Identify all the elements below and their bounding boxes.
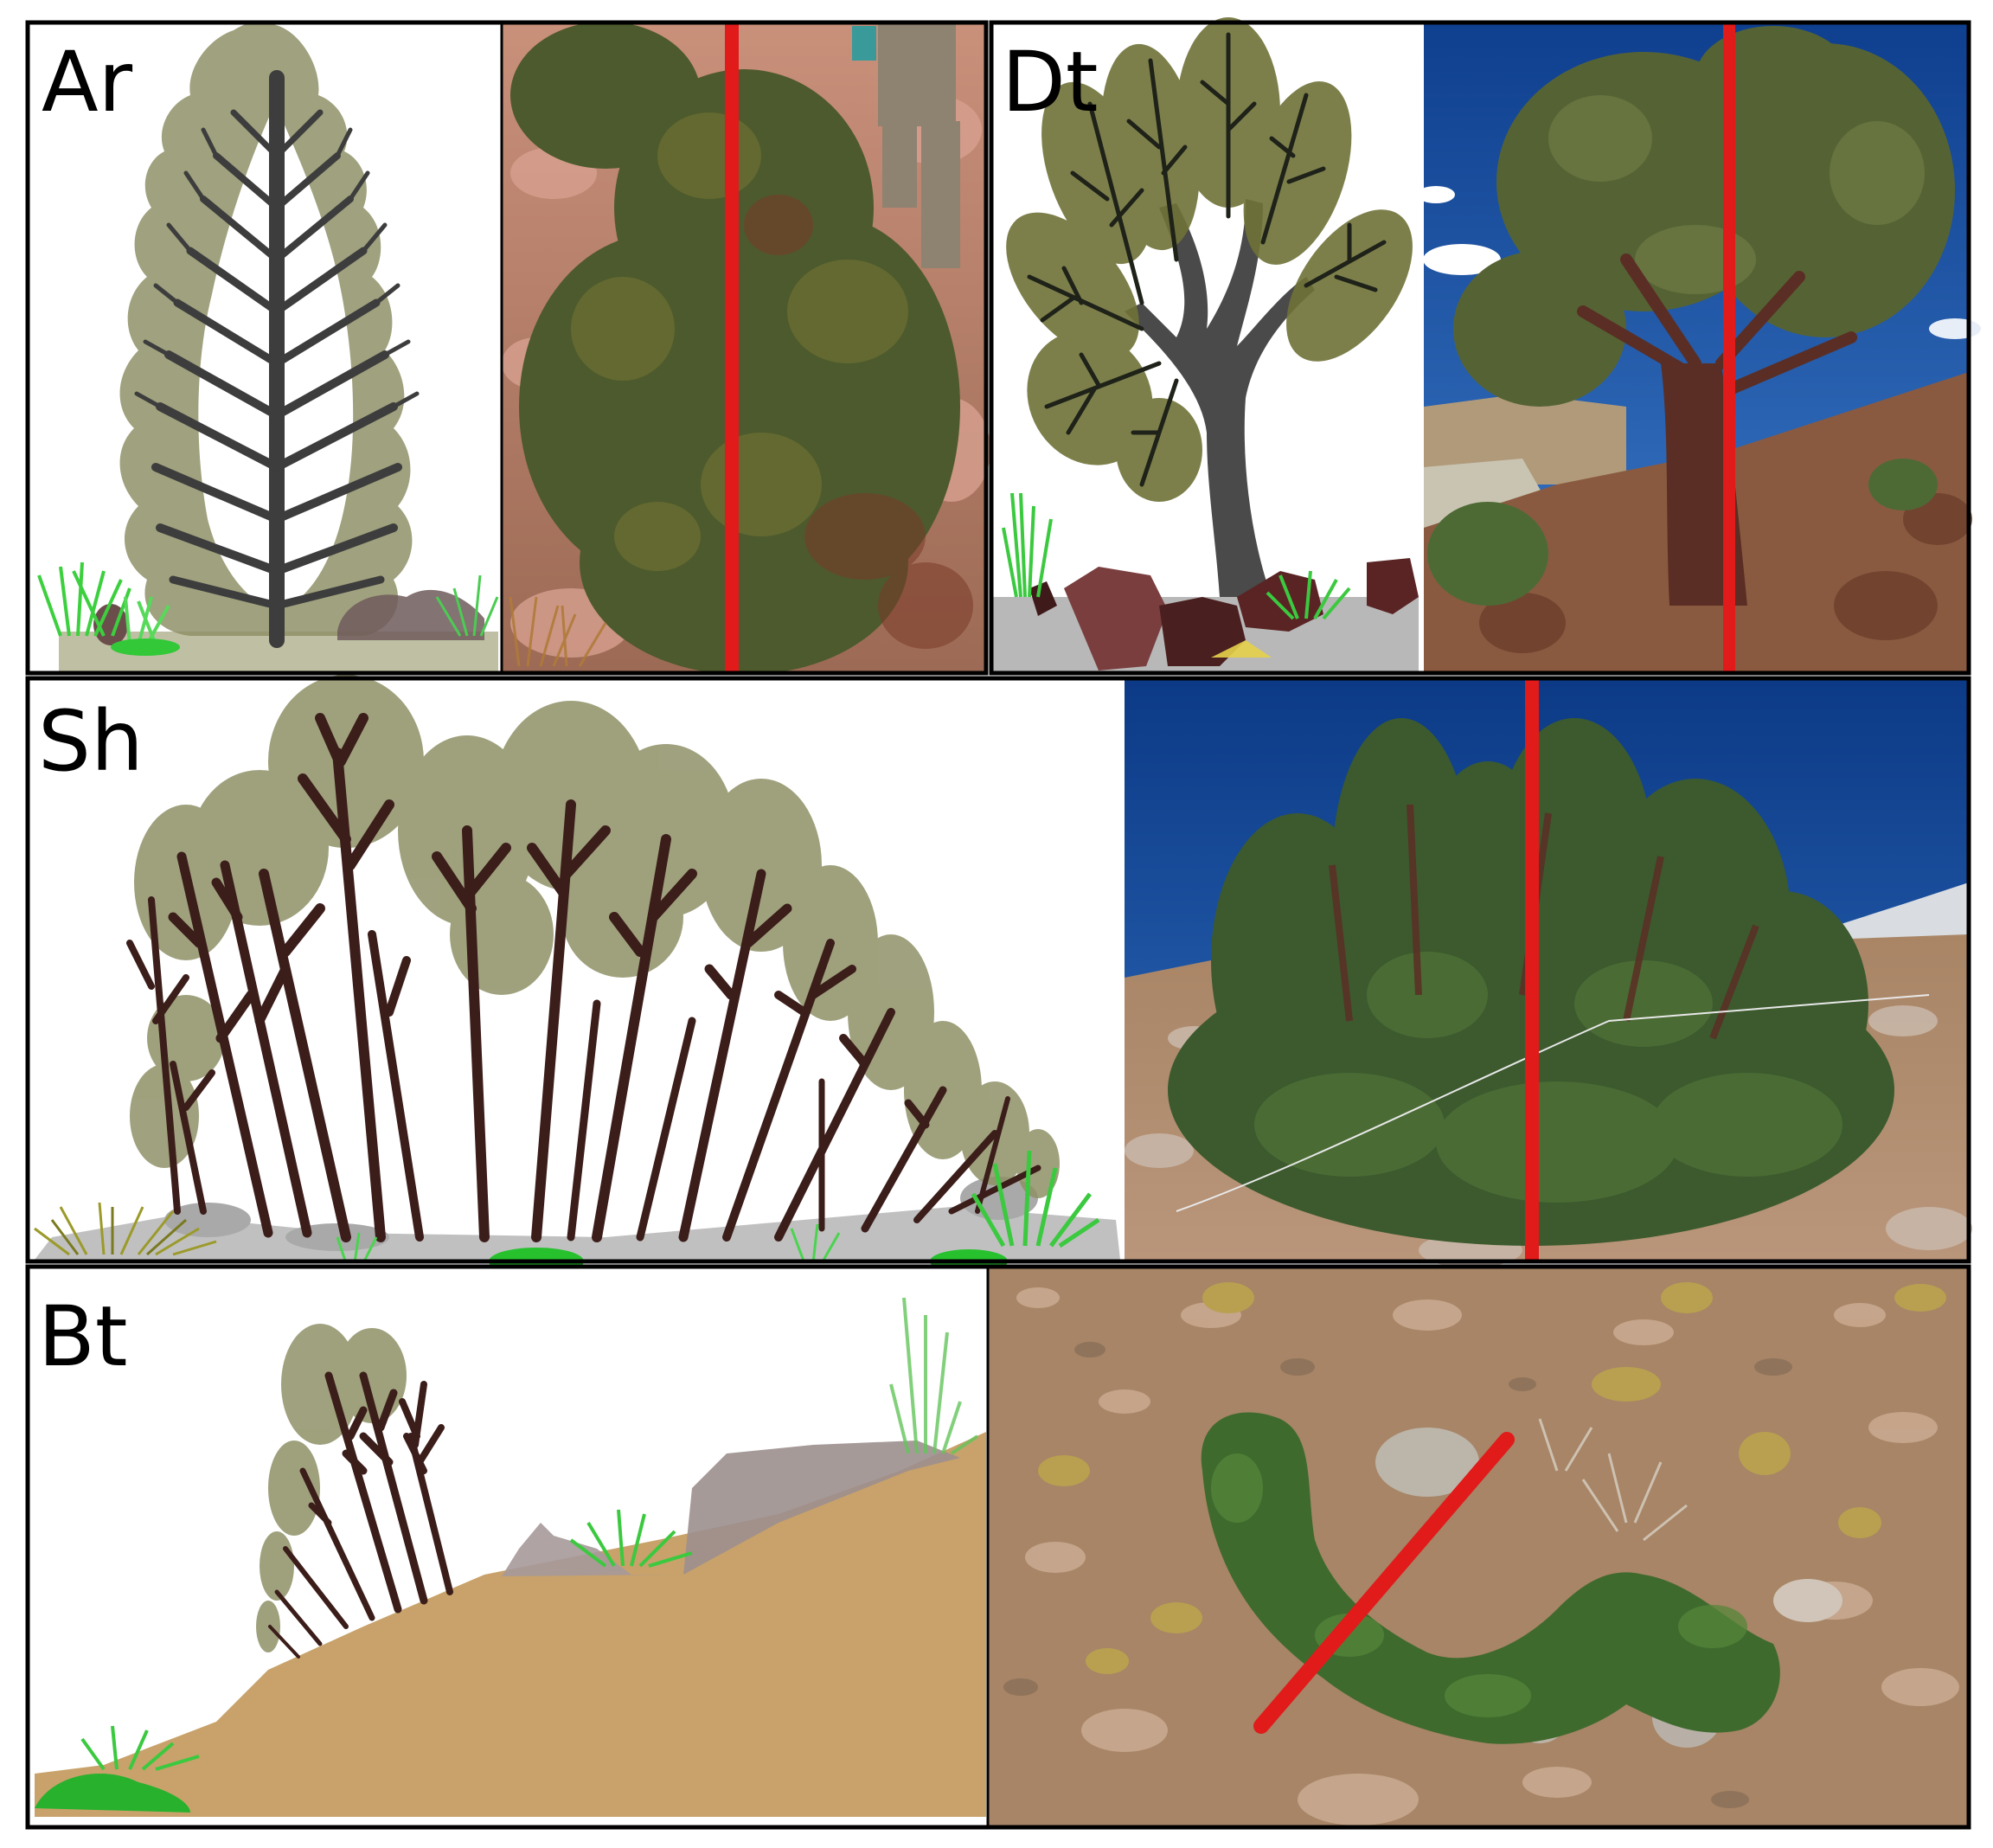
bt-rock-mid bbox=[502, 1523, 675, 1576]
panel-label-dt: Dt bbox=[1002, 34, 1099, 131]
panel-bt-photo bbox=[988, 1268, 1969, 1827]
bt-grass-mound bbox=[35, 1774, 190, 1813]
dt-trunk bbox=[1125, 199, 1315, 597]
dt-rocks bbox=[1029, 558, 1419, 671]
panel-sh bbox=[28, 675, 1125, 1275]
panel-dt-photo bbox=[1417, 22, 1981, 671]
sh-photo-marker bbox=[1525, 680, 1539, 1260]
bt-photo-marker bbox=[1253, 1432, 1515, 1734]
ar-grass-left bbox=[37, 561, 170, 645]
ar-photo-marker bbox=[725, 22, 739, 671]
panel-label-sh: Sh bbox=[38, 693, 144, 790]
bt-photo-shrub bbox=[1201, 1412, 1780, 1744]
bt-rock-right bbox=[683, 1441, 960, 1575]
dt-branches bbox=[1027, 32, 1387, 487]
sh-grass bbox=[34, 1150, 1100, 1264]
ar-grass-right bbox=[435, 574, 499, 637]
ar-grass-base bbox=[111, 638, 180, 656]
ar-rock-right bbox=[337, 589, 484, 640]
ar-branches bbox=[134, 70, 420, 648]
bt-trunks bbox=[268, 1371, 453, 1659]
panel-dt bbox=[991, 17, 1424, 671]
panel-ar bbox=[28, 22, 502, 671]
panel-sh-photo bbox=[1125, 680, 1972, 1267]
sh-trunks bbox=[126, 713, 1041, 1242]
bt-grass bbox=[80, 1297, 979, 1771]
panel-bt bbox=[28, 1268, 988, 1827]
dt-photo-marker bbox=[1723, 22, 1735, 671]
panel-ar-photo bbox=[502, 22, 990, 675]
panel-label-bt: Bt bbox=[38, 1288, 128, 1385]
panel-label-ar: Ar bbox=[42, 34, 133, 131]
panel-borders bbox=[25, 20, 1971, 1830]
